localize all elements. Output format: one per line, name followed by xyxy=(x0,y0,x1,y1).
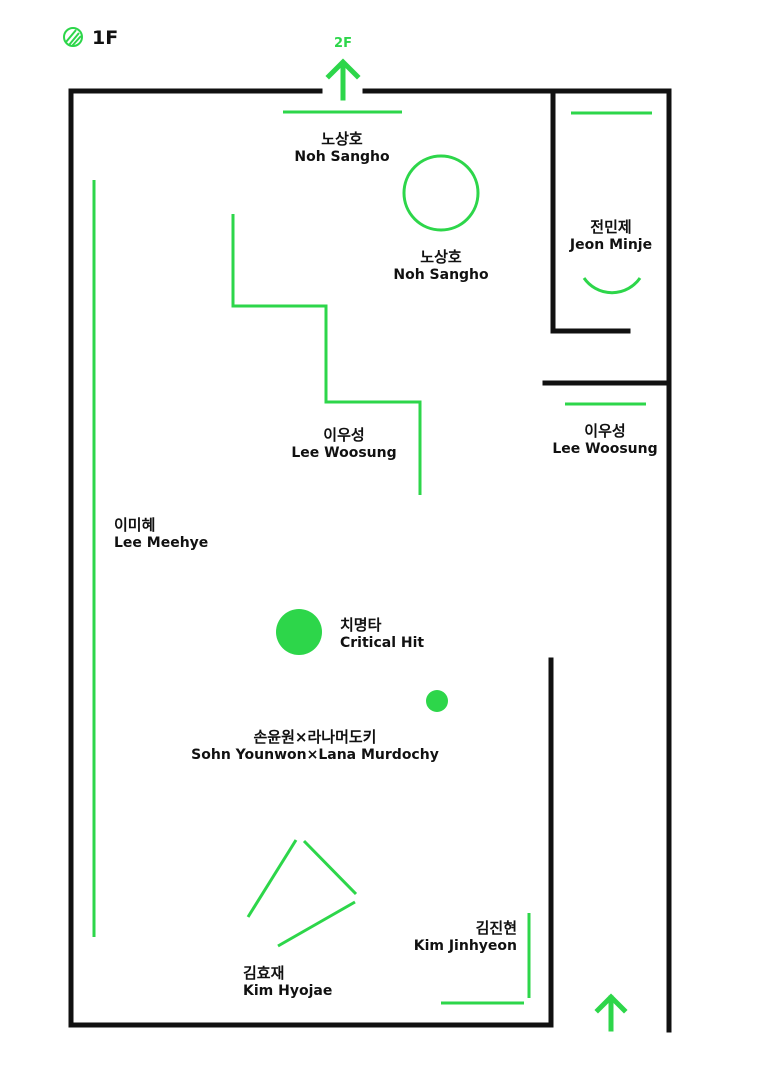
wall-inner-room xyxy=(550,88,631,334)
label-en: Kim Jinhyeon xyxy=(413,937,517,954)
stepped-wall-lee-w-1 xyxy=(231,214,422,495)
dot-work-sohn xyxy=(426,690,448,712)
label-kim-jin[interactable]: 김진현 Kim Jinhyeon xyxy=(391,919,517,955)
wall-top-right xyxy=(362,88,672,1033)
label-en: Critical Hit xyxy=(340,634,425,651)
floor-label: 1F xyxy=(92,27,119,49)
label-sohn[interactable]: 손윤원×라나머도키 Sohn Younwon×Lana Murdochy xyxy=(170,728,460,764)
label-ko: 이미혜 xyxy=(114,516,156,534)
wall-top-left xyxy=(68,88,554,1028)
label-lee-w-1[interactable]: 이우성 Lee Woosung xyxy=(264,426,424,462)
label-ko: 김진현 xyxy=(475,919,517,937)
arc-work-jeon xyxy=(582,277,642,295)
arrow-up-exit-icon[interactable] xyxy=(594,993,628,1032)
label-lee-m[interactable]: 이미혜 Lee Meehye xyxy=(114,516,208,552)
circle-work-noh-2 xyxy=(402,154,480,232)
walls xyxy=(68,88,672,1033)
dot-work-critical xyxy=(276,609,322,655)
label-ko: 치명타 xyxy=(340,616,382,634)
label-ko: 노상호 xyxy=(321,130,363,148)
label-en: Lee Woosung xyxy=(291,444,397,461)
label-en: Noh Sangho xyxy=(393,266,489,283)
label-en: Lee Woosung xyxy=(552,440,658,457)
label-en: Sohn Younwon×Lana Murdochy xyxy=(191,746,439,763)
line-work-kim-hyo-3 xyxy=(277,900,356,948)
label-lee-w-2[interactable]: 이우성 Lee Woosung xyxy=(541,422,669,458)
label-en: Lee Meehye xyxy=(114,534,209,551)
stairs-up-label[interactable]: 2F xyxy=(334,36,352,51)
label-ko: 전민제 xyxy=(590,218,632,236)
line-work-kim-hyo-2 xyxy=(302,839,358,896)
label-noh-2[interactable]: 노상호 Noh Sangho xyxy=(361,248,521,284)
label-en: Noh Sangho xyxy=(294,148,390,165)
label-ko: 이우성 xyxy=(584,422,626,440)
label-en: Jeon Minje xyxy=(569,236,653,253)
arrow-up-icon[interactable] xyxy=(325,58,361,101)
label-en: Kim Hyojae xyxy=(243,982,333,999)
label-noh-1[interactable]: 노상호 Noh Sangho xyxy=(262,130,422,166)
label-jeon[interactable]: 전민제 Jeon Minje xyxy=(553,218,669,254)
label-ko: 손윤원×라나머도키 xyxy=(253,728,377,746)
label-ko: 이우성 xyxy=(323,426,365,444)
floor-icon xyxy=(63,27,83,47)
line-work-kim-hyo-1 xyxy=(246,839,298,918)
label-kim-hyo[interactable]: 김효재 Kim Hyojae xyxy=(243,964,332,1000)
artwork-markers xyxy=(92,110,652,1005)
label-ko: 김효재 xyxy=(243,964,285,982)
label-critical[interactable]: 치명타 Critical Hit xyxy=(340,616,424,652)
label-ko: 노상호 xyxy=(420,248,462,266)
